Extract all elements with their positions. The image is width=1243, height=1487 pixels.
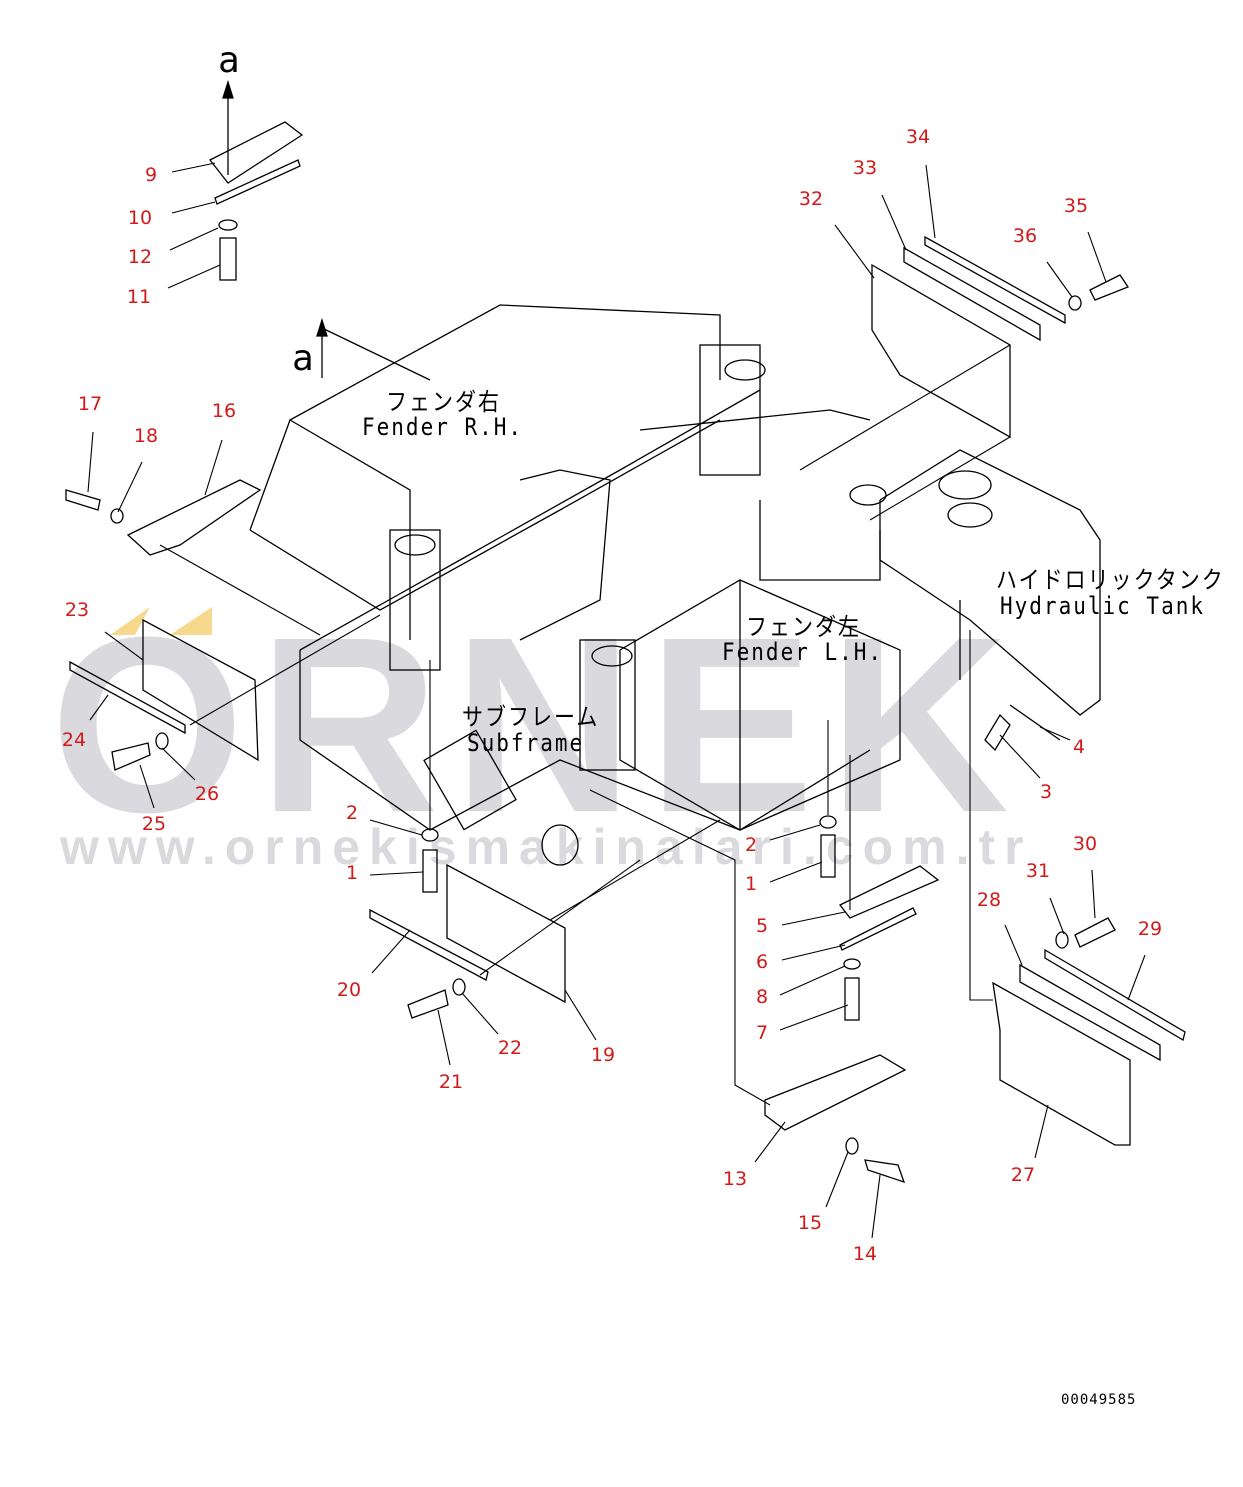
callout-27[interactable]: 27 [1010,1164,1036,1186]
callout-20[interactable]: 20 [336,979,362,1001]
callout-33[interactable]: 33 [852,157,878,179]
callout-19[interactable]: 19 [590,1044,616,1066]
callout-16[interactable]: 16 [211,400,237,422]
callout-28[interactable]: 28 [976,889,1002,911]
callout-36[interactable]: 36 [1012,225,1038,247]
fender-rh-label-jp: フェンダ右 [386,388,501,416]
parts [65,121,1186,1184]
callout-3[interactable]: 3 [1039,781,1053,803]
tank-label-jp: ハイドロリックタンク [996,566,1225,594]
watermark-accent [170,607,212,635]
callout-23[interactable]: 23 [64,599,90,621]
fender-lh-label-jp: フェンダ左 [746,613,861,641]
callout-4[interactable]: 4 [1072,736,1086,758]
callout-7[interactable]: 7 [755,1022,769,1044]
view-marker-a-top: a [218,40,240,81]
callout-29[interactable]: 29 [1137,918,1163,940]
fender-rh-label-en: Fender R.H. [362,413,524,441]
callout-34[interactable]: 34 [905,126,931,148]
callout-22[interactable]: 22 [497,1037,523,1059]
view-marker-a: a [292,338,314,379]
callout-32[interactable]: 32 [798,188,824,210]
callout-17[interactable]: 17 [77,393,103,415]
callout-12[interactable]: 12 [127,246,153,268]
subframe-label-en: Subframe [467,729,585,757]
callout-31[interactable]: 31 [1025,860,1051,882]
frame-outline [249,304,1101,866]
callout-11[interactable]: 11 [126,286,152,308]
leader-lines [87,162,1146,1239]
subframe-label-jp: サブフレーム [462,703,600,731]
callout-2-left[interactable]: 2 [345,802,359,824]
callout-2-right[interactable]: 2 [744,834,758,856]
callout-15[interactable]: 15 [797,1212,823,1234]
callout-8[interactable]: 8 [755,986,769,1008]
callout-1-right[interactable]: 1 [744,873,758,895]
callout-30[interactable]: 30 [1072,833,1098,855]
watermark-accent [110,607,150,635]
callout-1-left[interactable]: 1 [345,862,359,884]
callout-10[interactable]: 10 [127,207,153,229]
callout-24[interactable]: 24 [61,729,87,751]
drawing-number: 00049585 [1061,1392,1137,1408]
callout-21[interactable]: 21 [438,1071,464,1093]
callout-6[interactable]: 6 [755,951,769,973]
callout-18[interactable]: 18 [133,425,159,447]
callout-14[interactable]: 14 [852,1243,878,1265]
callout-13[interactable]: 13 [722,1168,748,1190]
callout-35[interactable]: 35 [1063,195,1089,217]
fender-lh-label-en: Fender L.H. [722,638,884,666]
watermark-logo: ORNEK [50,585,1023,864]
tank-label-en: Hydraulic Tank [1000,592,1206,620]
callout-9[interactable]: 9 [144,164,158,186]
callout-25[interactable]: 25 [141,813,167,835]
callout-5[interactable]: 5 [755,915,769,937]
callout-26[interactable]: 26 [194,783,220,805]
